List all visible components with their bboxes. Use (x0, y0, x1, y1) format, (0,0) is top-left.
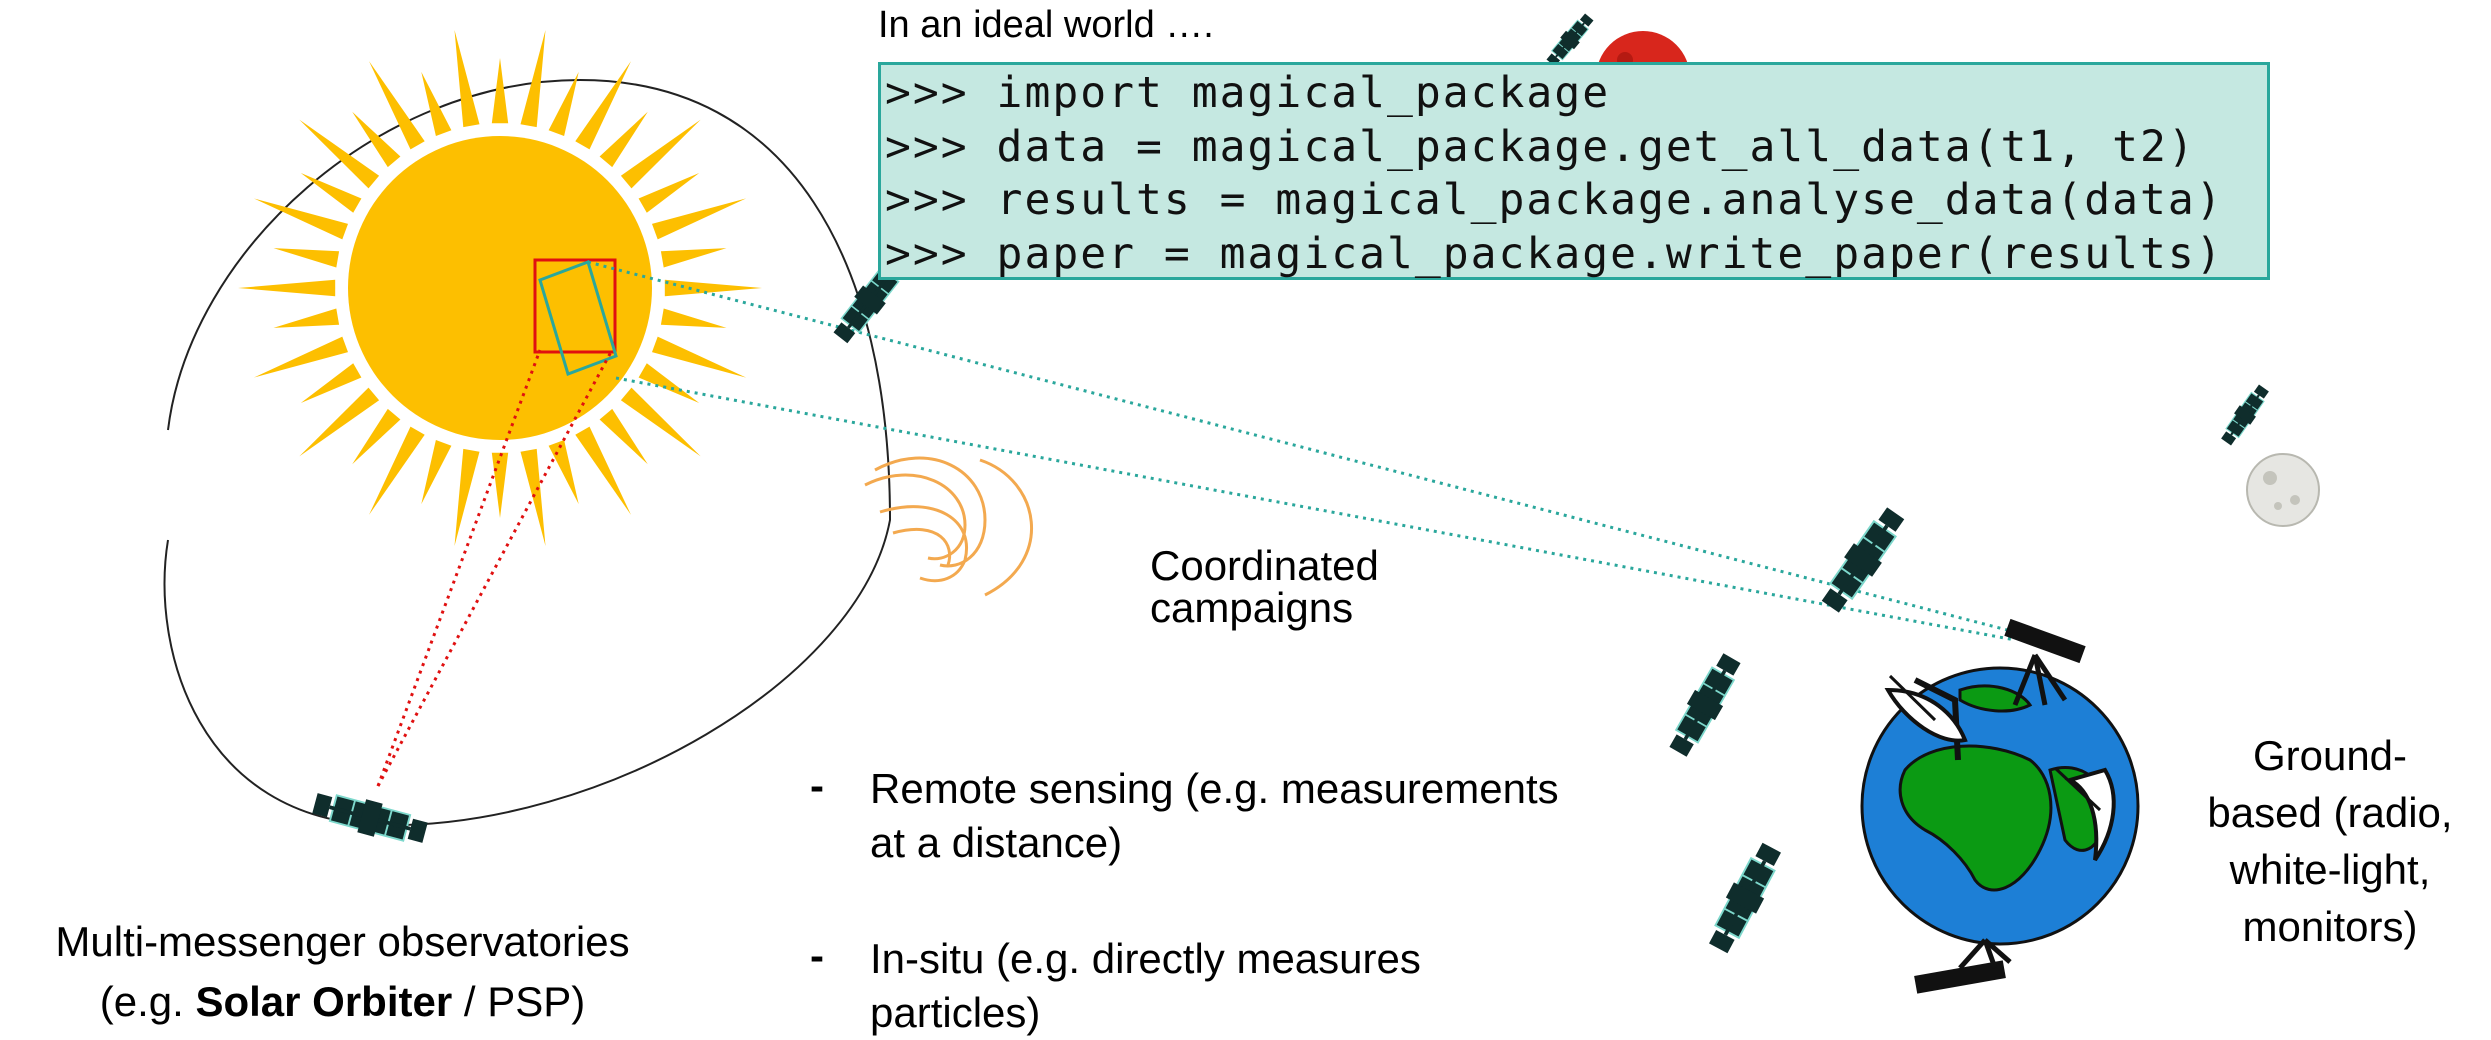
multi-label-prefix: (e.g. (99, 978, 196, 1025)
bullet-in-situ: In-situ (e.g. directly measures particle… (870, 932, 1421, 1040)
sun-ray (369, 426, 425, 515)
sun-ray (520, 448, 546, 546)
bullet-line: particles) (870, 989, 1041, 1036)
sun-ray (575, 426, 631, 515)
solar-wind-icon (864, 456, 1034, 597)
sun-ray (638, 173, 700, 213)
sun-icon (238, 30, 762, 546)
sun-ray (620, 387, 701, 457)
radio-dish-icon (1884, 674, 1968, 761)
solar-orbiter-label: Solar Orbiter (195, 978, 453, 1025)
sun-ray (454, 30, 480, 128)
bullet-line: at a distance) (870, 819, 1123, 866)
sun-ray (299, 119, 380, 189)
sun-ray (520, 30, 546, 128)
sun-ray (664, 279, 762, 297)
ground-label-line: Ground- (2252, 732, 2408, 779)
orbit-ellipse (163, 78, 892, 827)
bullet-line: Remote sensing (e.g. measurements (870, 765, 1559, 812)
bullet-line: In-situ (e.g. directly measures (870, 935, 1421, 982)
multi-label-line1: Multi-messenger observatories (55, 918, 630, 965)
ground-label-line: monitors) (2242, 903, 2418, 950)
sun-ray (548, 440, 579, 505)
sun-ray (454, 448, 480, 546)
multi-messenger-label: Multi-messenger observatories (e.g. Sola… (0, 912, 685, 1032)
multi-label-suffix: / PSP) (452, 978, 586, 1025)
campaign-label-line2: campaigns (1150, 584, 1354, 631)
sun-ray (253, 198, 348, 240)
satellite-icon (1701, 837, 1789, 959)
sun-ray (652, 198, 747, 240)
campaign-label-line1: Coordinated (1150, 542, 1379, 589)
sun-ray (352, 408, 401, 465)
sun-ray (638, 363, 700, 403)
ground-label-line: based (radio, (2207, 789, 2453, 836)
cyan-fov-box (538, 260, 618, 376)
sun-ray (352, 111, 401, 168)
bullet-remote-sensing: Remote sensing (e.g. measurements at a d… (870, 762, 1559, 870)
ground-based-label: Ground- based (radio, white-light, monit… (2190, 727, 2470, 955)
satellite-icon (1542, 10, 1598, 70)
sun-ray (660, 308, 727, 328)
code-line: >>> results = magical_package.analyse_da… (885, 175, 2224, 225)
sun-ray (369, 61, 425, 150)
sun-ray (299, 387, 380, 457)
code-line: >>> import magical_package (885, 68, 1611, 118)
sun-ray (273, 308, 340, 328)
satellite-icon (1814, 501, 1912, 619)
telescope-icon (2004, 618, 2086, 706)
red-fov-box (533, 258, 617, 354)
sun-ray (652, 336, 747, 378)
sun-ray (660, 248, 727, 268)
sun-ray (599, 408, 648, 465)
telescope-icon (1914, 938, 2012, 994)
sun-ray (620, 119, 701, 189)
header-note: In an ideal world …. (878, 4, 1214, 46)
ground-label-line: white-light, (2229, 846, 2431, 893)
sun-ray (300, 363, 362, 403)
moon-icon (2246, 453, 2320, 527)
radio-dish-icon (2053, 766, 2116, 862)
code-line: >>> data = magical_package.get_all_data(… (885, 121, 2196, 172)
red-sightline (376, 349, 614, 787)
sun-ray (491, 452, 509, 518)
sun-ray (599, 111, 648, 168)
code-box: >>> import magical_package >>> data = ma… (878, 62, 2270, 280)
sun-ray (575, 61, 631, 150)
sun-ray (273, 248, 340, 268)
campaign-label: Coordinated campaigns (1150, 545, 1379, 629)
cyan-sightline (615, 376, 2016, 642)
sun-ray (491, 58, 509, 124)
sun-ray (421, 440, 452, 505)
satellite-icon (1662, 648, 1748, 762)
sun-ray (238, 279, 336, 297)
satellite-icon (2216, 381, 2274, 449)
code-line: >>> paper = magical_package.write_paper(… (885, 228, 2224, 279)
sun-ray (300, 173, 362, 213)
sun-ray (253, 336, 348, 378)
sun-ray (548, 71, 579, 136)
multi-label-line2: (e.g. Solar Orbiter / PSP) (0, 972, 685, 1032)
sun-ray (421, 71, 452, 136)
bullet-dash: - (810, 762, 824, 809)
earth-icon (1860, 666, 2140, 946)
bullet-dash: - (810, 932, 824, 979)
red-sightline (376, 349, 542, 787)
cyan-sightline (587, 260, 2016, 634)
